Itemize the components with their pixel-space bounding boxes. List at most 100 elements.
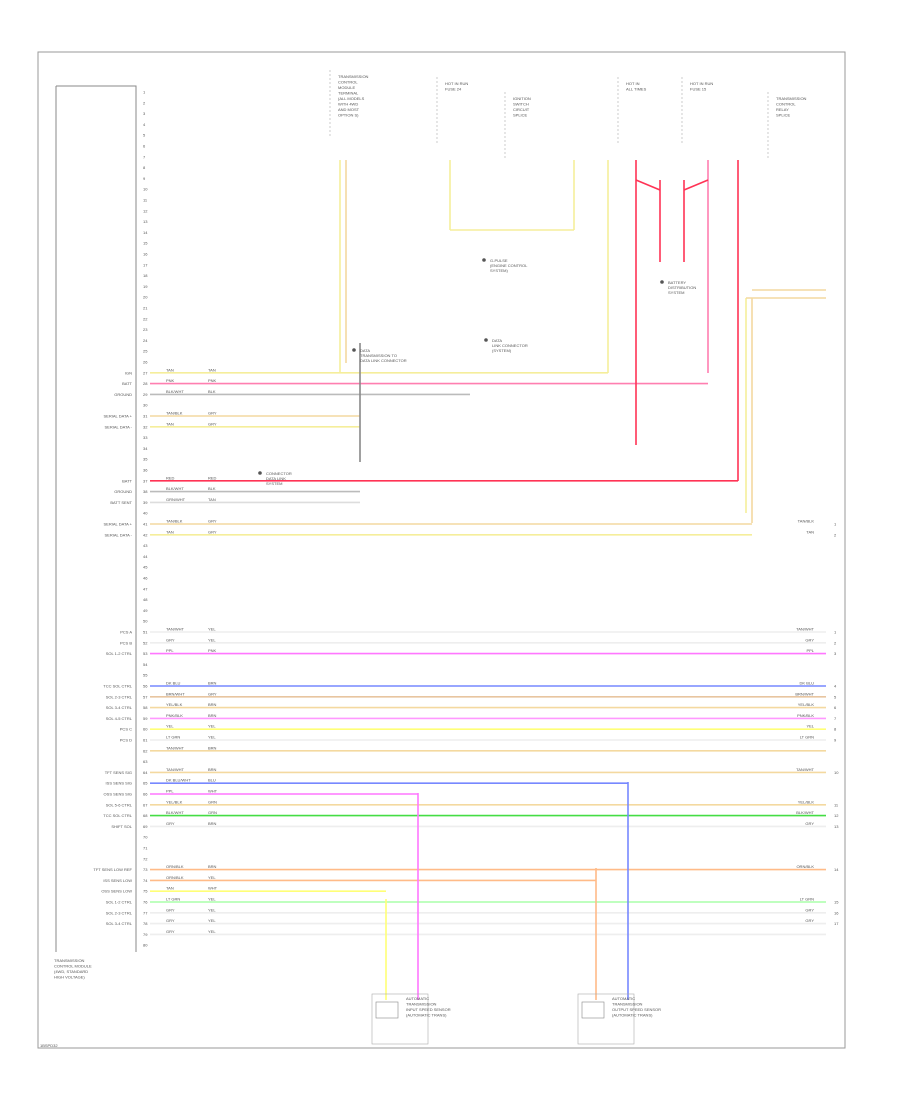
pin-label: GROUND — [114, 489, 132, 494]
splice-label-line: DISTRIBUTION — [668, 285, 696, 290]
pin-number: 50 — [143, 619, 148, 624]
pin-number: 41 — [143, 522, 148, 527]
pin-label: TFT SENS SIG — [105, 770, 132, 775]
sensor-outline — [371, 993, 429, 1045]
wire-color-code: GRY — [166, 918, 175, 923]
component-label-line: CONTROL — [338, 80, 358, 85]
component-label-line: SWITCH — [513, 102, 529, 107]
sensor-label-line: (AUTOMATIC TRANS) — [612, 1013, 653, 1018]
pin-label: TFT SENS LOW REF — [93, 867, 132, 872]
component-label-line: IGNITION — [513, 96, 531, 101]
wire-color-code: PPL — [166, 789, 174, 794]
pin-number: 21 — [143, 306, 148, 311]
pin-label: SERIAL DATA + — [104, 522, 133, 527]
right-end-label: DK BLU — [800, 681, 815, 686]
right-end-number: 10 — [834, 770, 839, 775]
pin-number: 64 — [143, 770, 148, 775]
splice-dot — [660, 280, 664, 284]
wire-color-code: BRN — [208, 767, 217, 772]
pin-number: 34 — [143, 446, 148, 451]
wire-color-code: YEL — [208, 875, 216, 880]
pin-label: SOL 4-5 CTRL — [106, 716, 133, 721]
pin-number: 11 — [143, 198, 148, 203]
wire-color-code: GRY — [208, 529, 217, 534]
right-end-number: 2 — [834, 532, 837, 537]
wire-color-code: YEL — [208, 907, 216, 912]
right-end-number: 16 — [834, 910, 839, 915]
wire-color-code: YEL — [208, 897, 216, 902]
wire-color-code: GRY — [166, 907, 175, 912]
right-end-number: 8 — [834, 727, 837, 732]
right-end-label: YEL/BLK — [798, 702, 815, 707]
component-label-line: FUSE 15 — [690, 87, 707, 92]
component-label-line: HOT IN RUN — [445, 81, 468, 86]
wire-color-code: YEL — [208, 627, 216, 632]
right-end-number: 1 — [834, 522, 837, 527]
jumper-wire — [746, 289, 826, 299]
module-title-line: TRANSMISSION — [54, 958, 85, 963]
pin-number: 18 — [143, 273, 148, 278]
wire-color-code: GRY — [166, 637, 175, 642]
pin-number: 38 — [143, 489, 148, 494]
pin-number: 74 — [143, 878, 148, 883]
wire-color-code: TAN/WHT — [166, 627, 184, 632]
right-end-number: 3 — [834, 651, 837, 656]
pin-number: 63 — [143, 759, 148, 764]
right-end-number: 4 — [834, 684, 837, 689]
pin-label: SOL 1-2 CTRL — [106, 651, 133, 656]
wire-color-code: GRN/WHT — [166, 497, 186, 502]
diagram-frame — [37, 51, 846, 1049]
splice-dot — [482, 258, 486, 262]
pin-number: 57 — [143, 694, 148, 699]
component-label-line: AND MOST — [338, 107, 360, 112]
pin-number: 62 — [143, 748, 148, 753]
wire-color-code: TAN/BLK — [166, 411, 183, 416]
wire-color-code: GRN — [208, 799, 217, 804]
wire-color-code: GRY — [208, 411, 217, 416]
pin-number: 23 — [143, 327, 148, 332]
pin-label: SOL 2-3 CTRL — [106, 694, 133, 699]
splice-label-line: SYSTEM) — [490, 268, 508, 273]
pin-number: 14 — [143, 230, 148, 235]
pin-label: SOL 1-2 CTRL — [106, 900, 133, 905]
sensor-label-line: TRANSMISSION — [406, 1002, 437, 1007]
pin-number: 32 — [143, 424, 148, 429]
component-label-line: TERMINAL — [338, 91, 359, 96]
pin-number: 29 — [143, 392, 148, 397]
pin-number: 60 — [143, 727, 148, 732]
pin-number: 3 — [143, 111, 146, 116]
wire-color-code: BRN — [208, 745, 217, 750]
pin-number: 40 — [143, 511, 148, 516]
wire-color-code: TAN/WHT — [166, 745, 184, 750]
wire-color-code: TAN — [208, 367, 216, 372]
pin-number: 33 — [143, 435, 148, 440]
right-end-label: YEL/BLK — [798, 799, 815, 804]
wire-color-code: LT GRN — [166, 735, 180, 740]
sensor-label-line: (AUTOMATIC TRANS) — [406, 1013, 447, 1018]
component-label-line: ALL TIMES — [626, 87, 647, 92]
pin-label: ISS SENS LOW — [103, 878, 132, 883]
wire-color-code: YEL/BLK — [166, 702, 183, 707]
sensor-label-line: AUTOMATIC — [406, 996, 429, 1001]
pin-number: 69 — [143, 824, 148, 829]
sensor-label-line: OUTPUT SPEED SENSOR — [612, 1007, 661, 1012]
wire-color-code: WHT — [208, 886, 218, 891]
pin-number: 35 — [143, 457, 148, 462]
right-end-number: 15 — [834, 900, 839, 905]
pin-number: 45 — [143, 565, 148, 570]
pin-number: 75 — [143, 889, 148, 894]
pin-number: 6 — [143, 144, 146, 149]
pin-number: 44 — [143, 554, 148, 559]
pin-number: 52 — [143, 640, 148, 645]
pin-number: 65 — [143, 781, 148, 786]
wire-color-code: TAN — [166, 367, 174, 372]
splice-label-line: (ENGINE CONTROL — [490, 263, 528, 268]
pin-label: SERIAL DATA + — [104, 414, 133, 419]
pin-label: TCC SOL CTRL — [103, 813, 133, 818]
right-end-label: LT GRN — [800, 735, 814, 740]
splice-label-line: DATA — [360, 348, 370, 353]
wire-color-code: BLK/WHT — [166, 810, 184, 815]
